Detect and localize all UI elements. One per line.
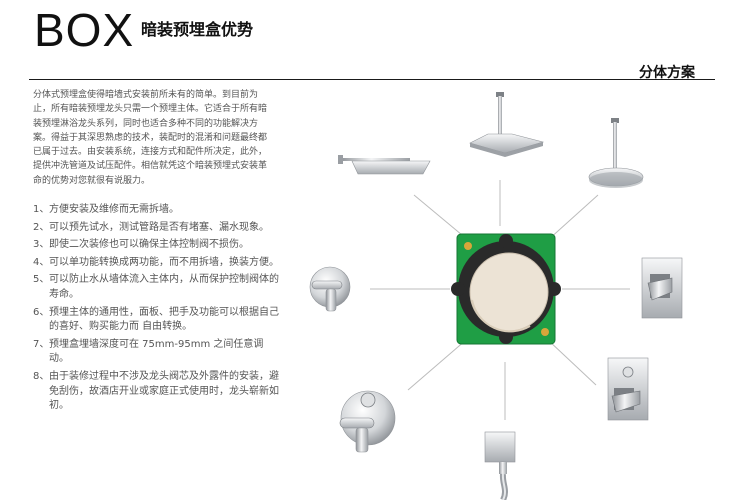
feature-list: 1、方便安装及维修而无需拆墙。 2、可以预先试水，测试管路是否有堵塞、漏水现象。…: [33, 203, 283, 417]
wall-outlet-hose-icon: [484, 431, 516, 500]
square-diverter-valve-icon: [607, 357, 649, 421]
feature-item: 5、可以防止水从墙体流入主体内，从而保护控制阀体的寿命。: [33, 274, 279, 300]
connector-lines: [370, 180, 630, 420]
wall-shower-head-icon: [338, 155, 431, 175]
feature-item: 1、方便安装及维修而无需拆墙。: [33, 204, 179, 215]
square-overhead-shower-icon: [469, 92, 545, 157]
feature-item: 7、预埋盒埋墙深度可在 75mm-95mm 之间任意调动。: [33, 338, 264, 365]
concealed-box-icon: [451, 233, 561, 345]
feature-item: 3、即使二次装修也可以确保主体控制阀不损伤。: [33, 239, 249, 251]
feature-item: 6、预埋主体的通用性，面板、把手及功能可以根据自己的喜好、购买能力而 自由转换。: [33, 306, 279, 333]
section-title: 分体方案: [639, 65, 695, 81]
header-divider: [29, 79, 715, 80]
feature-item: 4、可以单功能转换成两功能，而不用拆墙，换装方便。: [33, 256, 279, 268]
round-overhead-shower-icon: [588, 118, 644, 188]
feature-item: 2、可以预先试水，测试管路是否有堵塞、漏水现象。: [33, 221, 269, 233]
round-single-valve-icon: [309, 266, 351, 312]
page-title: 暗装预埋盒优势: [141, 20, 254, 39]
feature-item: 8、由于装修过程中不涉及龙头阀芯及外露件的安装，避免刮伤，故酒店开业或家庭正式使…: [33, 370, 279, 412]
brand-title: BOX: [34, 4, 135, 56]
round-diverter-valve-icon: [339, 390, 396, 453]
square-single-valve-icon: [641, 257, 683, 319]
intro-paragraph: 分体式预埋盒使得暗墙式安装前所未有的简单。到目前为止，所有暗装预埋龙头只需一个预…: [33, 90, 268, 186]
